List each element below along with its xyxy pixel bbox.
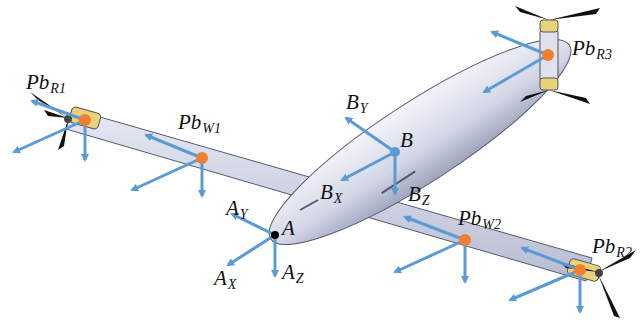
frame-label: B — [400, 130, 413, 151]
frame-subscript: Z — [296, 272, 304, 286]
frame-label: Pb — [592, 236, 615, 257]
frame-label: Pb — [26, 72, 49, 93]
frame-subscript: W1 — [202, 122, 221, 136]
frame-label: Pb — [458, 208, 481, 229]
frame-label: Pb — [178, 112, 201, 133]
frame-subscript: X — [334, 192, 343, 206]
frame-subscript: Z — [422, 194, 430, 208]
frame-subscript: W2 — [482, 218, 501, 232]
frame-subscript: X — [228, 278, 237, 292]
frame-label: B — [346, 92, 359, 113]
frame-subscript: Y — [240, 208, 248, 222]
frame-label: B — [408, 184, 421, 205]
frame-label: Pb — [572, 38, 595, 59]
frame-subscript: R1 — [50, 82, 66, 96]
frame-label: A — [282, 218, 295, 239]
frame-label: A — [226, 198, 239, 219]
frame-subscript: Y — [360, 102, 368, 116]
frame-subscript: R2 — [616, 246, 632, 260]
frame-label: A — [282, 262, 295, 283]
frame-subscript: R3 — [596, 48, 612, 62]
frame-label: B — [320, 182, 333, 203]
frame-label: A — [214, 268, 227, 289]
